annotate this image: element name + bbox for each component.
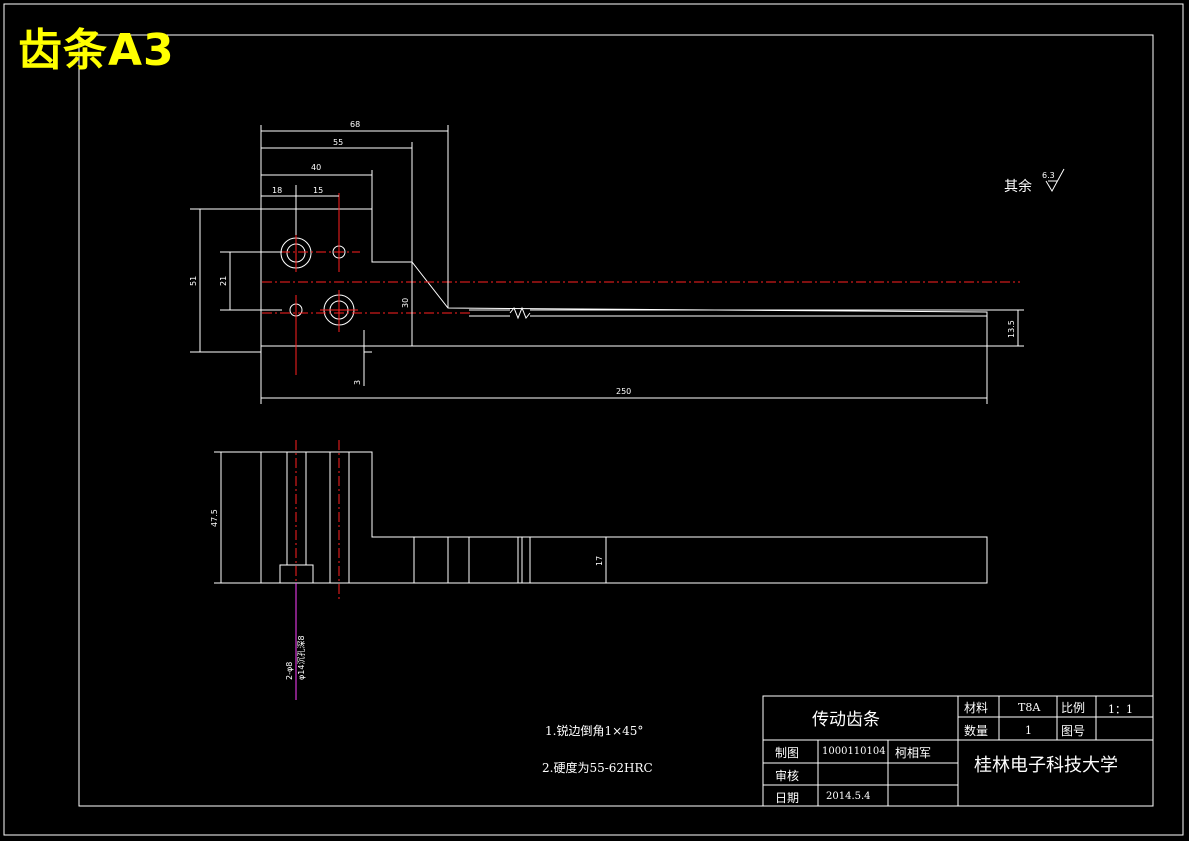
roughness-value: 6.3: [1042, 171, 1055, 180]
date-value: 2014.5.4: [826, 791, 871, 802]
school-name: 桂林电子科技大学: [974, 755, 1118, 776]
dim-250: 250: [616, 387, 631, 396]
drawn-name: 柯相军: [895, 746, 932, 760]
note-2: 2.硬度为55-62HRC: [542, 760, 653, 775]
dim-30: 30: [401, 298, 410, 308]
dim-47-5: 47.5: [210, 509, 219, 527]
quantity-label: 数量: [964, 724, 989, 738]
hole-callout-line2: φ14沉孔深8: [297, 635, 306, 680]
inner-frame: [78, 34, 1154, 807]
review-label: 审核: [775, 769, 800, 783]
quantity-value: 1: [1025, 724, 1032, 737]
title-block: [762, 695, 1154, 807]
roughness-symbol: [1045, 168, 1065, 193]
dim-55: 55: [333, 138, 343, 147]
top-view: 68 55 40 18 15 250 51 21 30 3 13.5: [189, 120, 1024, 404]
outer-border: [3, 3, 1184, 836]
drawn-id: 1000110104: [822, 746, 886, 757]
dim-13-5: 13.5: [1007, 320, 1016, 338]
scale-label: 比例: [1061, 701, 1086, 715]
dim-51: 51: [189, 276, 198, 286]
drawing-no-label: 图号: [1061, 724, 1086, 738]
dim-68: 68: [350, 120, 360, 129]
note-1: 1.锐边倒角1×45°: [545, 724, 643, 738]
dim-18: 18: [272, 186, 282, 195]
roughness-label: 其余: [1004, 178, 1032, 195]
sheet-title: 齿条A3: [18, 25, 175, 76]
front-view: 47.5 17 2-φ8 φ14沉孔深8: [210, 440, 988, 700]
dim-3: 3: [353, 380, 362, 385]
material-value: T8A: [1018, 701, 1041, 714]
material-label: 材料: [964, 701, 989, 715]
dim-15: 15: [313, 186, 323, 195]
hole-callout-line1: 2-φ8: [285, 662, 294, 680]
part-name: 传动齿条: [812, 710, 880, 730]
drawn-label: 制图: [775, 746, 800, 760]
date-label: 日期: [775, 791, 800, 805]
dim-40: 40: [311, 163, 321, 172]
dim-21: 21: [219, 276, 228, 286]
dim-17: 17: [595, 556, 604, 566]
scale-value: 1：1: [1108, 703, 1133, 716]
